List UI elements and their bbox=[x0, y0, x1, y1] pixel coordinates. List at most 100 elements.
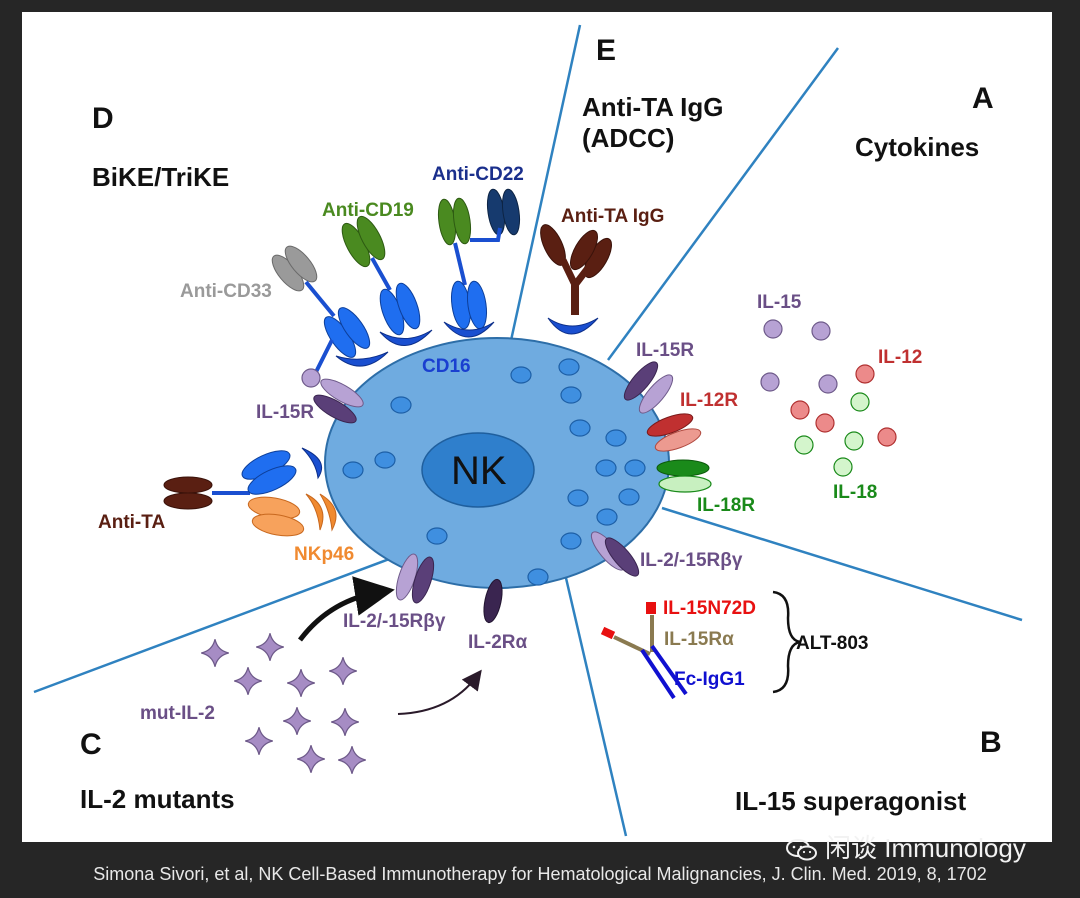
cd16-receptor bbox=[443, 321, 495, 338]
granule bbox=[374, 451, 396, 469]
il2-15rbg-chain bbox=[411, 556, 435, 604]
il12-molecule bbox=[815, 413, 835, 433]
panel-letter-c: C bbox=[80, 728, 102, 761]
il15n72d-head bbox=[600, 626, 616, 640]
label-anti-ta-igg: Anti-TA IgG bbox=[561, 206, 664, 227]
label-anti-cd22: Anti-CD22 bbox=[432, 164, 524, 185]
il18-molecule bbox=[850, 392, 870, 412]
label-il15ra: IL-15Rα bbox=[664, 629, 734, 650]
label-il2ra: IL-2Rα bbox=[468, 632, 528, 653]
granule bbox=[510, 366, 532, 384]
panel-title-a: Cytokines bbox=[855, 132, 979, 162]
arrow-to-il2ra bbox=[397, 669, 482, 715]
nk-label: NK bbox=[451, 449, 507, 493]
granule bbox=[596, 508, 618, 526]
anti-ta-domain bbox=[163, 492, 213, 510]
cd16-receptor bbox=[547, 317, 599, 335]
granule bbox=[560, 386, 582, 404]
panel-letter-b: B bbox=[980, 726, 1002, 759]
label-anti-cd33: Anti-CD33 bbox=[180, 281, 272, 302]
panel-title-d: BiKE/TriKE bbox=[92, 162, 229, 192]
label-il15r-left: IL-15R bbox=[256, 402, 314, 423]
linker bbox=[470, 227, 502, 242]
divider-d-e bbox=[508, 24, 582, 346]
panel-dividers bbox=[33, 24, 1023, 837]
anti-ta-domain bbox=[163, 476, 213, 494]
label-fc-igg1: Fc-IgG1 bbox=[674, 669, 745, 690]
il12r-chain bbox=[654, 428, 702, 452]
label-il12-free: IL-12 bbox=[878, 347, 922, 368]
cd16-receptor bbox=[379, 329, 433, 346]
anti-cd16-domain bbox=[337, 307, 371, 349]
il2-15rbg-chain bbox=[604, 537, 640, 577]
anti-cd16-domain bbox=[395, 282, 421, 330]
panel-title-e-line2: (ADCC) bbox=[582, 123, 674, 153]
granule bbox=[342, 461, 364, 479]
granule bbox=[624, 459, 646, 477]
label-il18-free: IL-18 bbox=[833, 482, 877, 503]
il15n72d-head bbox=[646, 602, 656, 614]
il2-mutant-receptors bbox=[395, 553, 503, 624]
cytokine-receptors bbox=[590, 361, 712, 577]
label-alt803: ALT-803 bbox=[796, 633, 869, 654]
watermark-text: 闲谈 Immunology bbox=[825, 833, 1026, 863]
granule bbox=[558, 358, 580, 376]
wechat-icon bbox=[786, 839, 817, 861]
il12-molecule bbox=[855, 364, 875, 384]
trike-anti-ta-group bbox=[163, 447, 337, 537]
divider-e-a bbox=[606, 47, 840, 361]
label-cd16: CD16 bbox=[422, 356, 471, 377]
watermark: 闲谈 Immunology bbox=[785, 828, 1026, 865]
fc-igg1-chain bbox=[650, 644, 688, 696]
il12-molecule bbox=[790, 400, 810, 420]
linker bbox=[314, 339, 334, 373]
granule bbox=[618, 488, 640, 506]
label-il15-free: IL-15 bbox=[757, 292, 802, 313]
anti-cd16-domain bbox=[247, 465, 297, 495]
granule bbox=[527, 568, 549, 586]
il15-molecule bbox=[818, 374, 838, 394]
bike-trike-group bbox=[271, 188, 521, 424]
anti-cd33-domain bbox=[284, 245, 318, 283]
il15-molecule bbox=[760, 372, 780, 392]
citation-caption: Simona Sivori, et al, NK Cell-Based Immu… bbox=[93, 864, 987, 884]
granule bbox=[567, 489, 589, 507]
nkp46-receptor bbox=[305, 493, 324, 531]
label-nkp46: NKp46 bbox=[294, 544, 354, 565]
nkp46-receptor bbox=[319, 493, 337, 532]
il15r-chain bbox=[623, 361, 659, 401]
cd16-receptor bbox=[335, 351, 389, 367]
il15r-chain bbox=[313, 394, 357, 424]
il15-moiety bbox=[301, 368, 321, 388]
alt803-brace bbox=[772, 590, 801, 694]
il12r-chain bbox=[646, 413, 694, 437]
granule bbox=[595, 459, 617, 477]
granule bbox=[560, 532, 582, 550]
granule bbox=[390, 396, 412, 414]
il15r-chain bbox=[320, 378, 364, 408]
il18-molecule bbox=[833, 457, 853, 477]
anti-cd19-domain bbox=[452, 197, 472, 245]
arrow-to-il2-15rbg bbox=[298, 576, 395, 642]
cell-granules bbox=[342, 358, 646, 586]
alt803-construct bbox=[600, 590, 801, 700]
anti-cd19-domain bbox=[356, 215, 386, 261]
divider-a-b bbox=[661, 506, 1023, 622]
label-mut-il2: mut-IL-2 bbox=[140, 703, 215, 724]
nk-nucleus bbox=[421, 432, 535, 508]
panel-letter-e: E bbox=[596, 34, 616, 67]
il15-molecule bbox=[811, 321, 831, 341]
granule bbox=[605, 429, 627, 447]
label-il18r: IL-18R bbox=[697, 495, 755, 516]
il15-molecule bbox=[763, 319, 783, 339]
label-anti-cd19: Anti-CD19 bbox=[322, 200, 414, 221]
il18-molecule bbox=[794, 435, 814, 455]
label-anti-ta: Anti-TA bbox=[98, 512, 165, 533]
linker bbox=[453, 242, 467, 286]
panel-title-c: IL-2 mutants bbox=[80, 784, 235, 814]
anti-ta-igg-group bbox=[540, 224, 612, 335]
panel-letter-a: A bbox=[972, 82, 994, 115]
il18r-chain bbox=[656, 459, 710, 477]
divider-b-c bbox=[564, 577, 628, 837]
